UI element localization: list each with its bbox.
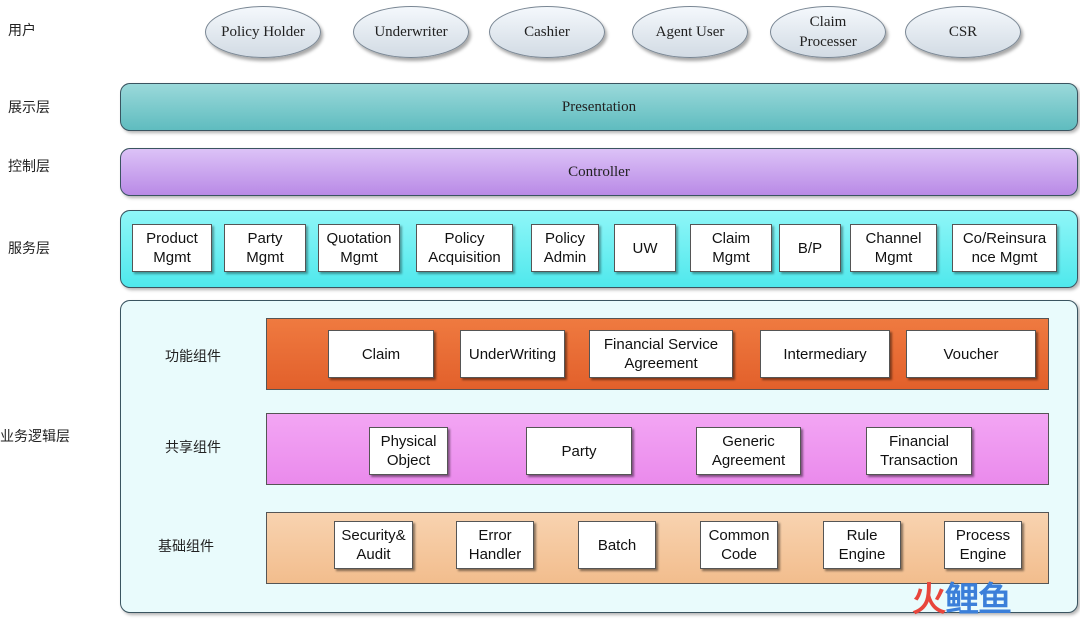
shared-components-label: 共享组件 bbox=[165, 440, 221, 456]
controller-band: Controller bbox=[120, 148, 1078, 196]
base-error-handler: Error Handler bbox=[456, 521, 534, 569]
shared-financial-transaction: Financial Transaction bbox=[866, 427, 972, 475]
layer-label-control: 控制层 bbox=[8, 159, 50, 175]
functional-claim: Claim bbox=[328, 330, 434, 378]
functional-underwriting: UnderWriting bbox=[460, 330, 565, 378]
shared-physical-object: Physical Object bbox=[369, 427, 448, 475]
functional-intermediary: Intermediary bbox=[760, 330, 890, 378]
user-oval-cashier: Cashier bbox=[489, 6, 605, 58]
service-claim-mgmt: Claim Mgmt bbox=[690, 224, 772, 272]
base-batch: Batch bbox=[578, 521, 656, 569]
service-party-mgmt: Party Mgmt bbox=[224, 224, 306, 272]
service-quotation-mgmt: Quotation Mgmt bbox=[318, 224, 400, 272]
layer-label-presentation: 展示层 bbox=[8, 100, 50, 116]
shared-party: Party bbox=[526, 427, 632, 475]
base-process-engine: Process Engine bbox=[944, 521, 1022, 569]
user-oval-underwriter: Underwriter bbox=[353, 6, 469, 58]
presentation-band: Presentation bbox=[120, 83, 1078, 131]
service-policy-acquisition: Policy Acquisition bbox=[416, 224, 513, 272]
functional-voucher: Voucher bbox=[906, 330, 1036, 378]
layer-label-service: 服务层 bbox=[8, 241, 50, 257]
functional-components-label: 功能组件 bbox=[165, 349, 221, 365]
service-coreinsurance-mgmt: Co/Reinsura nce Mgmt bbox=[952, 224, 1057, 272]
user-oval-policy-holder: Policy Holder bbox=[205, 6, 321, 58]
watermark-char-1: 火 bbox=[912, 580, 946, 620]
base-security-audit: Security& Audit bbox=[334, 521, 413, 569]
base-common-code: Common Code bbox=[700, 521, 778, 569]
shared-generic-agreement: Generic Agreement bbox=[696, 427, 801, 475]
service-bp: B/P bbox=[779, 224, 841, 272]
watermark-char-2: 鲤鱼 bbox=[945, 580, 1012, 620]
service-uw: UW bbox=[614, 224, 676, 272]
service-product-mgmt: Product Mgmt bbox=[132, 224, 212, 272]
base-rule-engine: Rule Engine bbox=[823, 521, 901, 569]
service-channel-mgmt: Channel Mgmt bbox=[850, 224, 937, 272]
layer-label-users: 用户 bbox=[8, 23, 36, 39]
user-oval-claim-processer: Claim Processer bbox=[770, 6, 886, 58]
layer-label-business: 业务逻辑层 bbox=[0, 429, 70, 445]
watermark-logo: 火鲤鱼 bbox=[912, 572, 1012, 621]
base-components-label: 基础组件 bbox=[158, 539, 214, 555]
service-policy-admin: Policy Admin bbox=[531, 224, 599, 272]
user-oval-csr: CSR bbox=[905, 6, 1021, 58]
functional-financial-service-agreement: Financial Service Agreement bbox=[589, 330, 733, 378]
user-oval-agent-user: Agent User bbox=[632, 6, 748, 58]
